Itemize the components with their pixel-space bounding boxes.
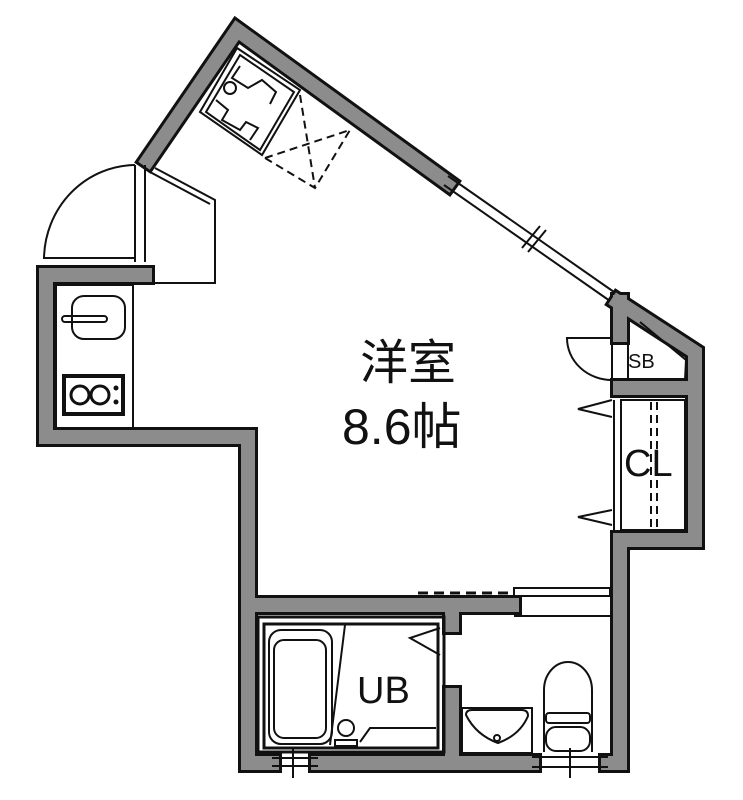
bottom-windows [272,748,608,778]
window-diagonal [443,175,615,302]
shoe-box-label: SB [628,351,655,373]
unit-bath-label: UB [357,670,410,712]
sliding-door [418,587,612,617]
washing-machine [198,46,351,190]
unit-bath [256,615,446,754]
walls [36,15,705,773]
toilet-room [461,661,593,754]
closet-label: CL [624,443,673,485]
room-size-label: 8.6帖 [342,399,462,455]
sb-door [565,321,688,382]
entrance-door [42,164,216,284]
closet [577,399,686,531]
kitchen-counter [55,284,134,429]
gas-stove-icon [62,374,125,416]
room-name-label: 洋室 [360,337,457,390]
